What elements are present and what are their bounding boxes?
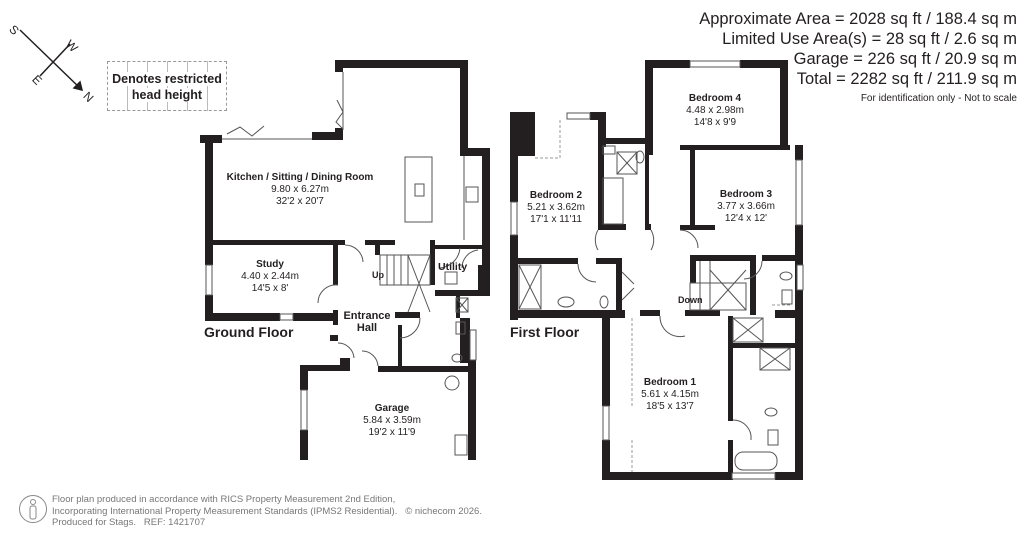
scale-disclaimer: For identification only - Not to scale	[860, 93, 1017, 104]
footer-line-1: Floor plan produced in accordance with R…	[52, 494, 396, 505]
ground-floor-label: Ground Floor	[204, 324, 294, 340]
footer-line-3: Produced for Stags. REF: 1421707	[52, 517, 206, 528]
compass-west: W	[62, 37, 81, 55]
compass-south: S	[6, 22, 22, 38]
room-garage: Garage 5.84 x 3.59m 19'2 x 11'9	[363, 403, 421, 438]
legend-line-2: head height	[131, 88, 203, 102]
restricted-head-height-legend: Denotes restricted head height	[107, 61, 227, 111]
compass-north: N	[80, 88, 97, 106]
room-bedroom-4: Bedroom 4 4.48 x 2.98m 14'8 x 9'9	[686, 93, 744, 128]
area-summary: Approximate Area = 2028 sq ft / 188.4 sq…	[699, 9, 1017, 105]
approximate-area: Approximate Area = 2028 sq ft / 188.4 sq…	[699, 10, 1017, 28]
room-utility: Utility	[438, 261, 468, 273]
garage-area: Garage = 226 sq ft / 20.9 sq m	[793, 50, 1017, 68]
room-bedroom-1: Bedroom 1 5.61 x 4.15m 18'5 x 13'7	[641, 377, 699, 412]
limited-use-area: Limited Use Area(s) = 28 sq ft / 2.6 sq …	[722, 30, 1017, 48]
legend-line-1: Denotes restricted	[112, 72, 222, 86]
compass-east: E	[29, 72, 45, 88]
room-study: Study 4.40 x 2.44m 14'5 x 8'	[241, 259, 299, 294]
first-floor-label: First Floor	[510, 324, 580, 340]
footer-disclaimer: Floor plan produced in accordance with R…	[52, 494, 482, 529]
room-kitchen-sitting-dining: Kitchen / Sitting / Dining Room 9.80 x 6…	[226, 172, 374, 207]
footer-line-2: Incorporating International Property Mea…	[52, 505, 482, 517]
compass: S W E N	[0, 20, 100, 110]
stairs-up-label: Up	[372, 270, 384, 280]
ipms-person-icon	[18, 494, 48, 524]
stairs-down-label: Down	[678, 295, 703, 305]
room-bedroom-3: Bedroom 3 3.77 x 3.66m 12'4 x 12'	[717, 189, 775, 224]
room-bedroom-2: Bedroom 2 5.21 x 3.62m 17'1 x 11'11	[527, 190, 585, 225]
room-entrance-hall: Entrance Hall	[343, 310, 391, 334]
total-area: Total = 2282 sq ft / 211.9 sq m	[796, 70, 1017, 88]
